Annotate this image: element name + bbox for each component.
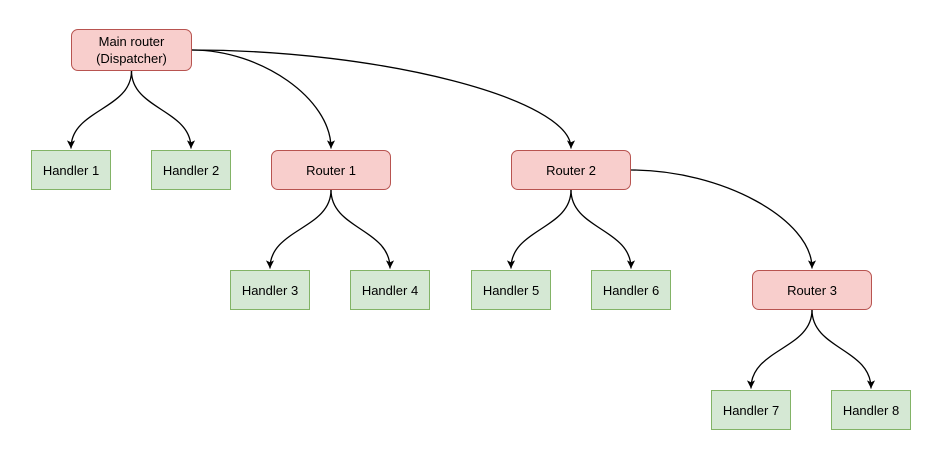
node-label: Handler 4 bbox=[361, 282, 419, 298]
node-label: Handler 1 bbox=[42, 162, 100, 178]
node-label: Handler 8 bbox=[842, 402, 900, 418]
node-label: Handler 5 bbox=[482, 282, 540, 298]
node-label: Main router (Dispatcher) bbox=[96, 34, 167, 66]
node-main-router: Main router (Dispatcher) bbox=[71, 29, 192, 71]
node-handler-5: Handler 5 bbox=[471, 270, 551, 310]
edges bbox=[66, 49, 876, 389]
node-label: Router 2 bbox=[546, 162, 596, 178]
node-handler-4: Handler 4 bbox=[350, 270, 430, 310]
edge-router-2-to-router-3 bbox=[630, 169, 817, 269]
node-label: Handler 7 bbox=[722, 402, 780, 418]
node-handler-2: Handler 2 bbox=[151, 150, 231, 190]
node-router-3: Router 3 bbox=[752, 270, 872, 310]
node-label: Handler 6 bbox=[602, 282, 660, 298]
edge-main-router-to-handler-2 bbox=[130, 70, 196, 149]
node-router-2: Router 2 bbox=[511, 150, 631, 190]
node-label: Router 1 bbox=[306, 162, 356, 178]
edge-main-router-to-handler-1 bbox=[66, 70, 133, 149]
node-handler-1: Handler 1 bbox=[31, 150, 111, 190]
edge-main-router-to-router-2 bbox=[191, 49, 576, 149]
node-handler-6: Handler 6 bbox=[591, 270, 671, 310]
edge-main-router-to-router-1 bbox=[191, 49, 336, 149]
node-router-1: Router 1 bbox=[271, 150, 391, 190]
node-handler-3: Handler 3 bbox=[230, 270, 310, 310]
edge-router-2-to-handler-6 bbox=[570, 189, 636, 269]
node-handler-8: Handler 8 bbox=[831, 390, 911, 430]
node-label: Router 3 bbox=[787, 282, 837, 298]
edge-router-1-to-handler-4 bbox=[330, 189, 395, 269]
node-label: Handler 3 bbox=[241, 282, 299, 298]
edge-router-2-to-handler-5 bbox=[506, 189, 572, 269]
edge-router-3-to-handler-8 bbox=[811, 309, 876, 389]
edge-router-1-to-handler-3 bbox=[265, 189, 332, 269]
edge-router-3-to-handler-7 bbox=[746, 309, 813, 389]
node-handler-7: Handler 7 bbox=[711, 390, 791, 430]
node-label: Handler 2 bbox=[162, 162, 220, 178]
